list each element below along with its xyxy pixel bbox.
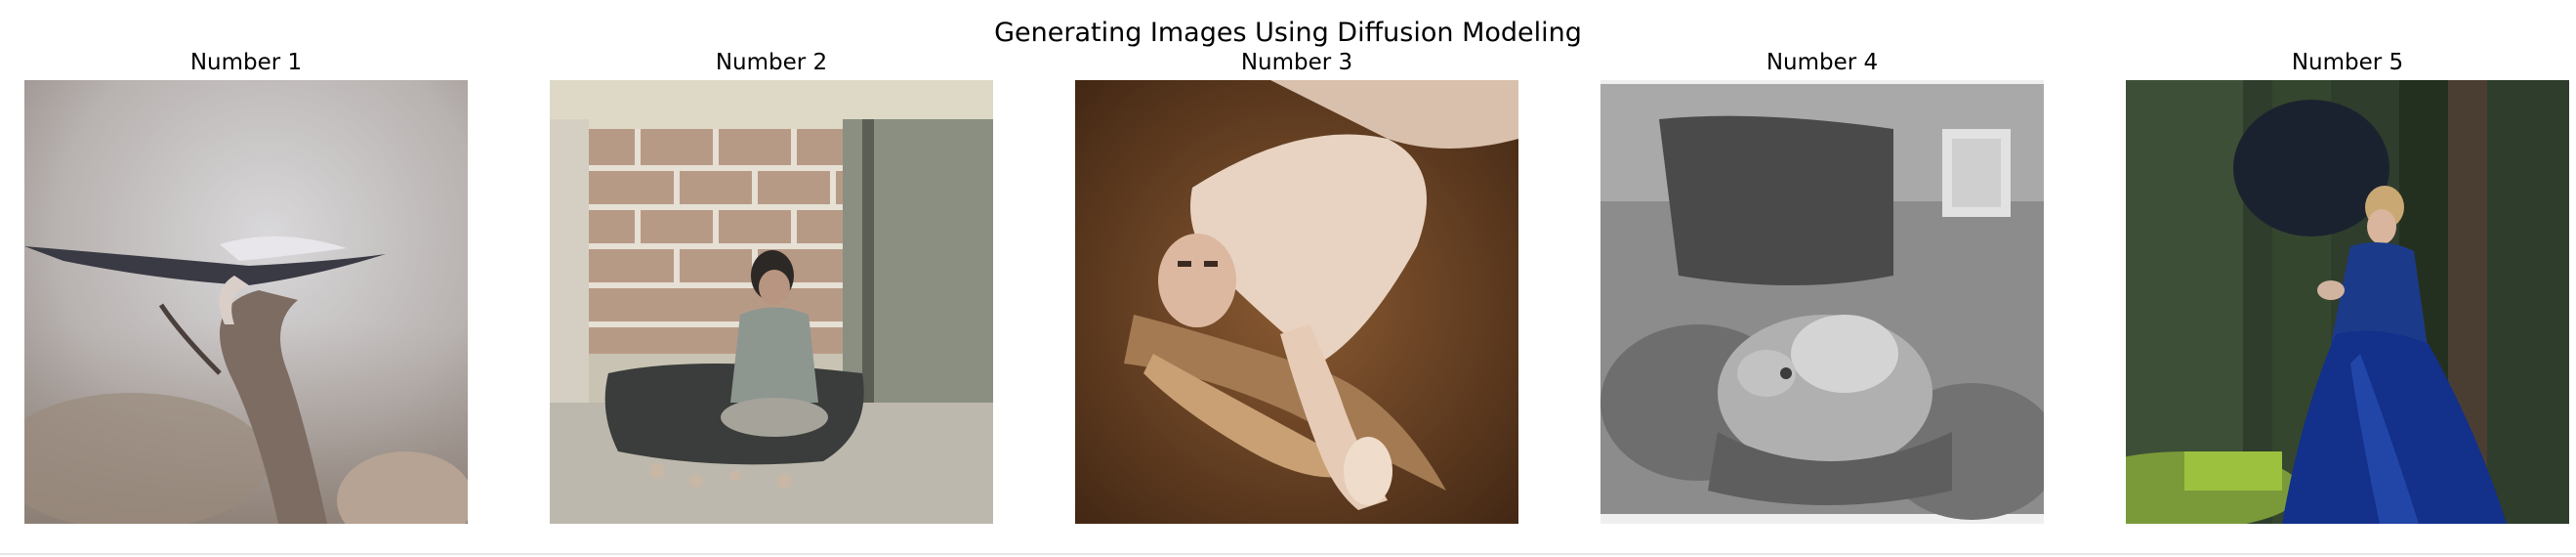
generated-image-5 (2126, 80, 2569, 524)
bottom-divider (0, 553, 2576, 555)
image-panel-1: Number 1 (24, 49, 468, 524)
generated-image-4 (1600, 80, 2044, 524)
panel-title-1: Number 1 (189, 50, 303, 75)
image-panel-3: Number 3 (1075, 49, 1518, 524)
panel-title-4: Number 4 (1766, 50, 1879, 75)
image-panel-2: Number 2 (550, 49, 993, 524)
figure-title: Generating Images Using Diffusion Modeli… (994, 18, 1582, 48)
panel-title-5: Number 5 (2291, 50, 2404, 75)
panel-title-2: Number 2 (715, 50, 828, 75)
generated-image-1 (24, 80, 468, 524)
generated-image-2 (550, 80, 993, 524)
generated-image-3 (1075, 80, 1518, 524)
image-panel-5: Number 5 (2126, 49, 2569, 524)
image-panel-4: Number 4 (1600, 49, 2044, 524)
panel-title-3: Number 3 (1240, 50, 1353, 75)
